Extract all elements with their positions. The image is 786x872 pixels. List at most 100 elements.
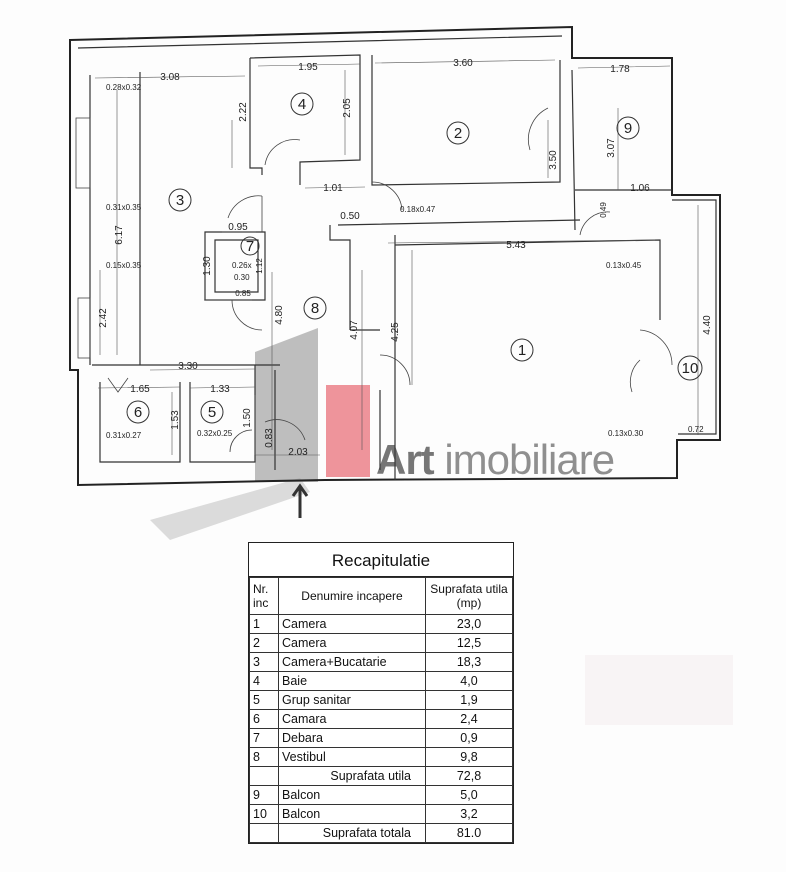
window-left-top (75, 117, 91, 189)
dim-label: 3.30 (178, 361, 198, 372)
dim-label: 0.31x0.27 (106, 431, 142, 440)
dim-label: 1.53 (170, 410, 181, 430)
svg-text:1: 1 (518, 342, 526, 359)
dim-label: 1.50 (242, 408, 253, 428)
row-area: 0,9 (425, 728, 513, 748)
door-room-1 (379, 354, 411, 386)
row-nr: 7 (249, 728, 279, 748)
row-area: 9,8 (425, 747, 513, 767)
room-5-marker: 5 (200, 400, 224, 424)
door-room-5 (229, 429, 253, 453)
total-label: Suprafata totala (278, 823, 426, 843)
dim-label: 1.01 (323, 183, 343, 194)
dim-label: 2.22 (238, 102, 249, 122)
background-patch (585, 655, 733, 725)
dim-label: 4.25 (390, 322, 401, 342)
watermark-shadow-shape (150, 478, 310, 540)
dim-label: 0.13x0.30 (608, 429, 644, 438)
dim-label: 1.06 (630, 183, 650, 194)
dim-label: 0.18x0.47 (400, 205, 436, 214)
svg-text:7: 7 (246, 238, 254, 255)
room-6-marker: 6 (126, 400, 150, 424)
watermark-gray-shape (255, 328, 318, 482)
room-2-marker: 2 (446, 121, 470, 145)
row-name: Balcon (278, 785, 426, 805)
row-nr: 3 (249, 652, 279, 672)
dim-label: 0.13x0.45 (606, 261, 642, 270)
dim-label: 0.83 (264, 428, 275, 448)
table-header-row: Nr. inc Denumire incapere Suprafata util… (249, 577, 513, 615)
door-room-10 (629, 329, 673, 393)
row-area: 1,9 (425, 690, 513, 710)
svg-text:4: 4 (298, 96, 306, 113)
room-1-marker: 1 (510, 338, 534, 362)
row-area: 5,0 (425, 785, 513, 805)
svg-text:8: 8 (311, 300, 319, 317)
row-nr: 10 (249, 804, 279, 824)
dim-label: 0.31x0.35 (106, 203, 142, 212)
watermark-logo: Art imobiliare (376, 436, 615, 483)
dim-label: 0.95 (228, 222, 248, 233)
window-left-bottom (77, 297, 91, 359)
row-name: Camera+Bucatarie (278, 652, 426, 672)
row-name: Grup sanitar (278, 690, 426, 710)
total-value: 81.0 (425, 823, 513, 843)
dim-label: 0.30 (234, 273, 250, 282)
dim-label: 1.12 (255, 258, 264, 274)
room-8-marker: 8 (303, 296, 327, 320)
row-area: 23,0 (425, 614, 513, 634)
svg-text:9: 9 (624, 120, 632, 137)
door-entrance (264, 419, 306, 441)
room-4-marker: 4 (290, 92, 314, 116)
dim-label: 1.30 (202, 256, 213, 276)
dim-label: 5.43 (506, 240, 526, 251)
dim-label: 0.72 (688, 425, 704, 434)
row-name: Baie (278, 671, 426, 691)
row-area: 3,2 (425, 804, 513, 824)
watermark-red-shape (326, 385, 370, 477)
row-name: Camera (278, 614, 426, 634)
dim-label: 0.50 (340, 211, 360, 222)
dim-label: 4.80 (274, 305, 285, 325)
dim-label: 2.05 (342, 98, 353, 118)
inner-wall-lines (77, 35, 717, 435)
svg-text:10: 10 (682, 360, 699, 377)
room-9-marker: 9 (616, 116, 640, 140)
dim-label: 4.40 (702, 315, 713, 335)
door-room-9 (579, 211, 611, 236)
svg-text:3: 3 (176, 192, 184, 209)
dim-label: 1.78 (610, 64, 630, 75)
svg-text:2: 2 (454, 125, 462, 142)
row-area: 12,5 (425, 633, 513, 653)
subtotal-row: Suprafata utila 72,8 (249, 766, 513, 786)
dim-label: 0.32x0.25 (197, 429, 233, 438)
dim-label: 3.50 (548, 150, 559, 170)
outer-wall (69, 25, 721, 487)
dim-label: 2.03 (288, 447, 308, 458)
door-room-4 (264, 139, 301, 166)
dim-label: 4.07 (349, 320, 360, 340)
svg-text:6: 6 (134, 404, 142, 421)
row-nr: 1 (249, 614, 279, 634)
row-nr: 8 (249, 747, 279, 767)
summary-title: Recapitulatie (249, 543, 513, 577)
room-3-marker: 3 (168, 188, 192, 212)
total-row: Suprafata totala 81.0 (249, 823, 513, 843)
row-nr: 9 (249, 785, 279, 805)
row-nr: 6 (249, 709, 279, 729)
subtotal-label: Suprafata utila (278, 766, 426, 786)
summary-table: Recapitulatie Nr. inc Denumire incapere … (248, 542, 514, 844)
door-room-6 (107, 377, 129, 393)
room-10-marker: 10 (677, 355, 703, 381)
dim-label: 1.33 (210, 384, 230, 395)
door-room-7 (231, 299, 263, 331)
dim-label: 3.60 (453, 58, 473, 69)
